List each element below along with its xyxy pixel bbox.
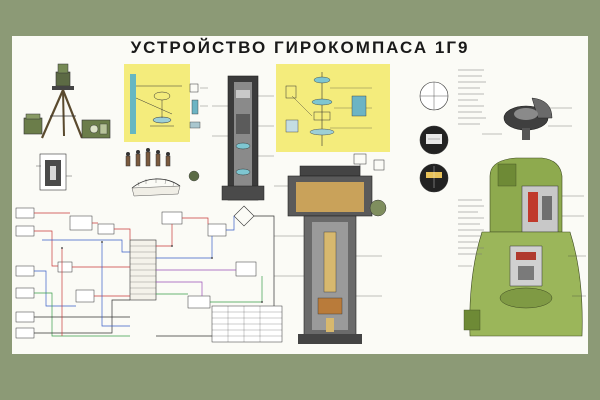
optical-scheme-drawing <box>130 74 182 134</box>
gyrocompass-poster: УСТРОЙСТВО ГИРОКОМПАСА 1Г9 <box>12 36 588 354</box>
optical-path-drawing <box>285 72 385 176</box>
sensor-box-drawing <box>36 153 72 191</box>
gyro-housing-drawing <box>274 165 387 344</box>
gyro-unit-drawing <box>458 157 586 337</box>
spec-text-lines <box>458 69 486 255</box>
switches-drawing <box>125 148 200 197</box>
telescope-drawing <box>212 75 274 201</box>
tripod-drawing <box>23 63 111 139</box>
optical-details-drawing <box>189 83 208 129</box>
wiring-drawing <box>15 205 275 339</box>
azimuth-drawing <box>482 97 572 140</box>
data-table-drawing <box>211 305 283 343</box>
reticle-drawing <box>419 81 449 193</box>
poster-title: УСТРОЙСТВО ГИРОКОМПАСА 1Г9 <box>130 38 470 57</box>
